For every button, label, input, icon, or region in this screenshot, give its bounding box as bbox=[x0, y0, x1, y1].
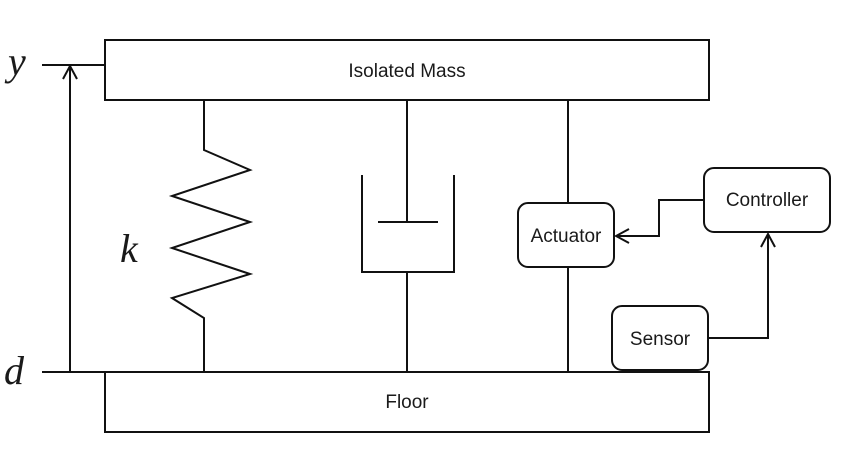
sensor-to-controller-arrow bbox=[708, 234, 768, 339]
controller-to-actuator-arrow bbox=[616, 199, 704, 236]
floor-label: Floor bbox=[385, 392, 429, 413]
d-label: d bbox=[4, 348, 25, 393]
floor-block bbox=[104, 371, 710, 433]
isolated-mass-label: Isolated Mass bbox=[348, 61, 465, 82]
isolated-mass-block bbox=[104, 39, 710, 101]
actuator-label: Actuator bbox=[531, 226, 602, 247]
y-label: y bbox=[4, 39, 26, 84]
spring bbox=[168, 100, 254, 372]
sensor-label: Sensor bbox=[630, 329, 691, 350]
damper bbox=[361, 100, 455, 372]
controller-label: Controller bbox=[726, 190, 809, 211]
spring-constant-label: k bbox=[120, 226, 139, 271]
